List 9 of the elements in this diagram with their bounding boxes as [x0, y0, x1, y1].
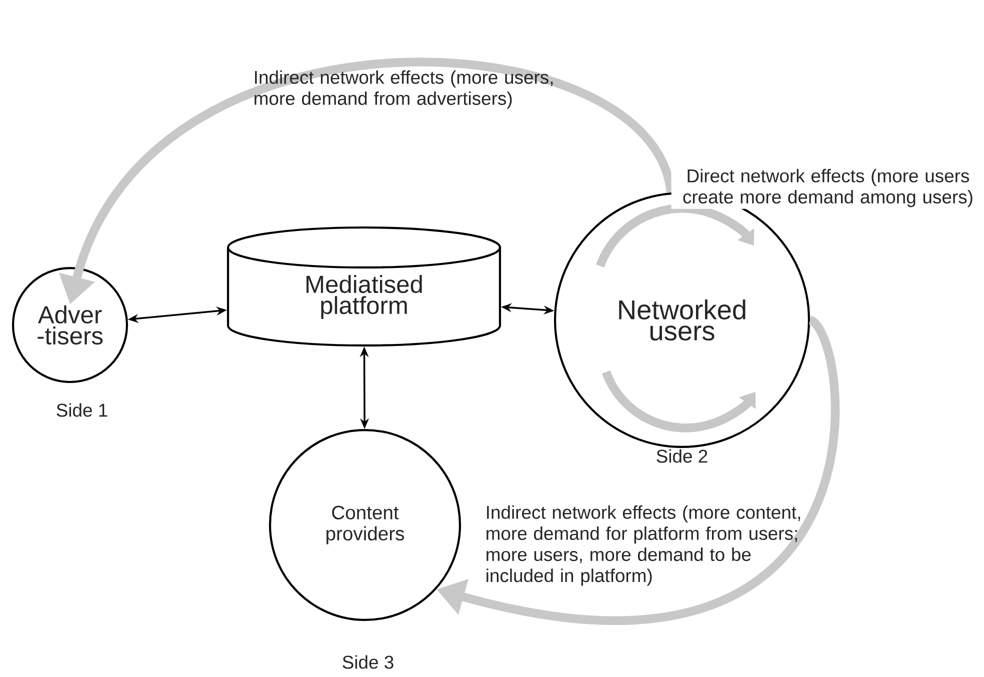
circle-node: Content providers — [268, 428, 462, 622]
circle-node: Adver -tisers — [12, 266, 128, 384]
side-label: Side 3 — [342, 655, 394, 669]
edge-label: Indirect network effects (more users, more demand from advertisers) — [254, 70, 553, 109]
edge-label: Indirect network effects (more content, more demand for platform from users; more users, more demand to be included in platform) — [486, 505, 800, 586]
side-label: Side 1 — [56, 403, 108, 417]
side-label: Side 2 — [656, 449, 708, 463]
cylinder-node: Mediatised platform — [226, 226, 502, 347]
note-label: Direct network effects (more users create more demand among users) — [671, 167, 984, 209]
